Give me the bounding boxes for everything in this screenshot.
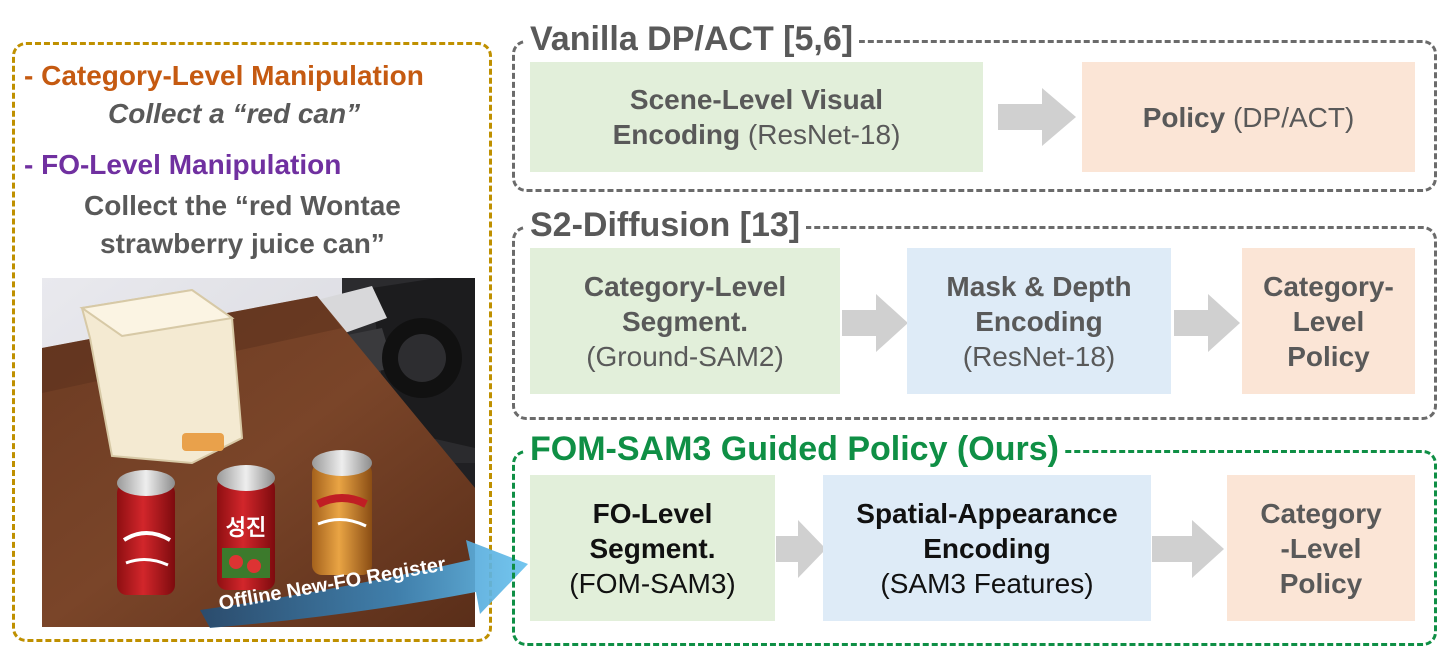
vanilla-policy-row: Policy (DP/ACT) [1143, 100, 1355, 135]
vanilla-encoding-box: Scene-Level Visual Encoding (ResNet-18) [530, 62, 983, 172]
gold-can [312, 450, 372, 575]
s2-arrow-1 [842, 294, 908, 352]
s2-frame [512, 226, 1437, 420]
ours-segment-line1: FO-Level [592, 497, 713, 529]
red-can-left [117, 470, 175, 595]
fo-level-instruction-line1: Collect the “red Wontae [84, 190, 401, 221]
ours-encoding-box: Spatial-Appearance Encoding (SAM3 Featur… [823, 475, 1151, 621]
s2-policy-line1: Category- [1263, 270, 1394, 302]
s2-encoding-box: Mask & Depth Encoding (ResNet-18) [907, 248, 1171, 394]
ours-policy-line3: Policy [1279, 567, 1363, 599]
ours-encoding-detail: (SAM3 Features) [880, 567, 1094, 599]
vanilla-encoding-line2: Encoding [612, 119, 741, 150]
fo-level-heading: - FO-Level Manipulation [24, 149, 342, 180]
s2-encoding-line1: Mask & Depth [946, 270, 1132, 302]
vanilla-encoding-line1: Scene-Level Visual [629, 84, 884, 115]
s2-title: S2-Diffusion [13] [524, 208, 807, 242]
vanilla-policy-detail: (DP/ACT) [1232, 101, 1355, 133]
ours-segment-line2: Segment. [589, 532, 716, 564]
ours-arrow-2 [1152, 520, 1224, 578]
vanilla-title: Vanilla DP/ACT [5,6] [524, 22, 860, 56]
vanilla-arrow [998, 88, 1076, 146]
s2-segment-line2: Segment. [621, 305, 749, 337]
ours-policy-line2: -Level [1280, 532, 1362, 564]
red-can-fo: 성진 [217, 465, 275, 590]
vanilla-encoding-detail: (ResNet-18) [747, 119, 901, 150]
s2-segment-box: Category-Level Segment. (Ground-SAM2) [530, 248, 840, 394]
ours-policy-box: Category -Level Policy [1227, 475, 1415, 621]
ours-segment-detail: (FOM-SAM3) [569, 567, 736, 599]
s2-segment-detail: (Ground-SAM2) [586, 340, 784, 372]
category-level-heading: - Category-Level Manipulation [24, 60, 424, 91]
vanilla-policy-box: Policy (DP/ACT) [1082, 62, 1415, 172]
vanilla-encoding-line2-row: Encoding (ResNet-18) [613, 117, 901, 152]
ours-segment-box: FO-Level Segment. (FOM-SAM3) [530, 475, 775, 621]
left-panel-frame [12, 42, 492, 642]
can-brand-text: 성진 [226, 515, 266, 540]
category-level-instruction: Collect a “red can” [108, 98, 361, 129]
vanilla-frame [512, 40, 1437, 192]
register-arrow: Offline New-FO Register [200, 540, 528, 628]
vanilla-policy-label: Policy [1142, 101, 1226, 133]
s2-encoding-detail: (ResNet-18) [962, 340, 1116, 372]
s2-encoding-line2: Encoding [975, 305, 1103, 337]
ours-title: FOM-SAM3 Guided Policy (Ours) [524, 432, 1065, 466]
s2-arrow-2 [1174, 294, 1240, 352]
ours-encoding-line2: Encoding [923, 532, 1051, 564]
ours-arrow-1 [776, 520, 826, 578]
s2-policy-box: Category- Level Policy [1242, 248, 1415, 394]
ours-policy-line1: Category [1260, 497, 1382, 529]
ours-encoding-line1: Spatial-Appearance [856, 497, 1118, 529]
s2-segment-line1: Category-Level [583, 270, 787, 302]
s2-policy-line3: Policy [1287, 340, 1370, 372]
s2-policy-line2: Level [1292, 305, 1365, 337]
fo-level-instruction-line2: strawberry juice can” [100, 228, 385, 259]
